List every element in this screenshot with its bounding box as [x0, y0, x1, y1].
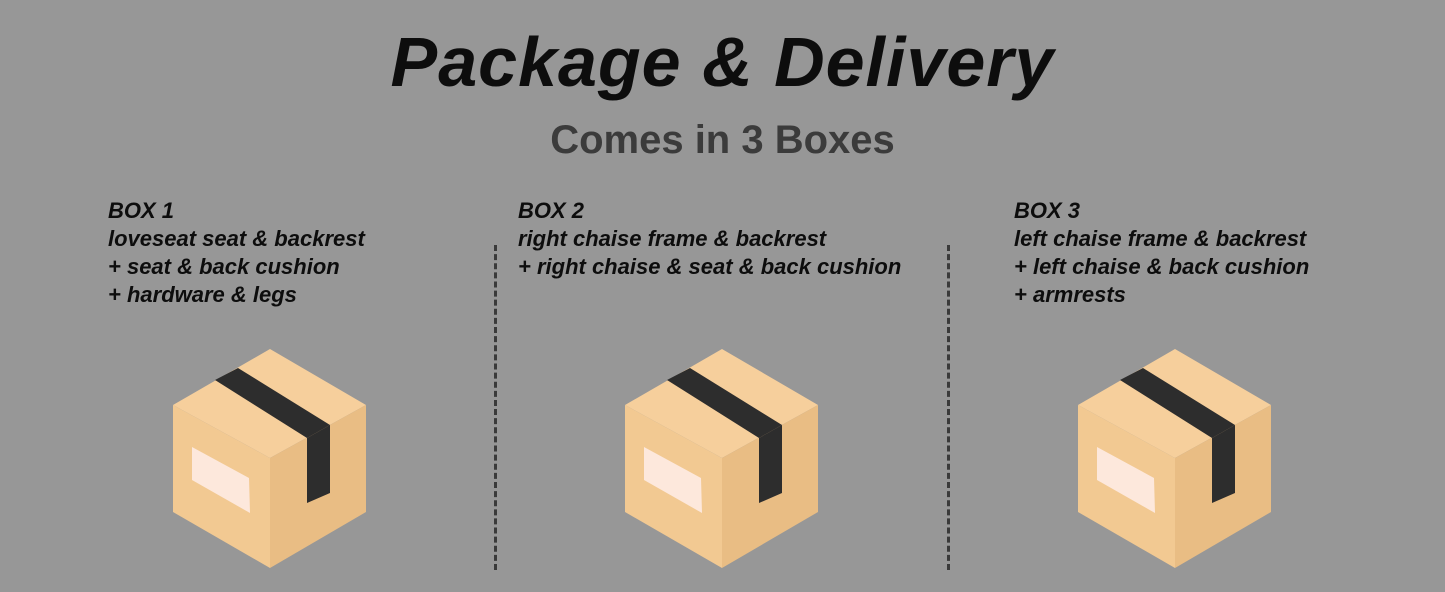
box-2-description: BOX 2 right chaise frame & backrest + ri…	[518, 197, 901, 281]
dashed-divider	[947, 245, 950, 570]
box-content-line: + armrests	[1014, 282, 1126, 307]
box-content-line: + right chaise & seat & back cushion	[518, 254, 902, 279]
page-title: Package & Delivery	[390, 23, 1055, 101]
box-content-line: + hardware & legs	[108, 282, 297, 307]
dashed-divider	[494, 245, 497, 570]
page-subtitle: Comes in 3 Boxes	[550, 118, 895, 162]
box-content-line: left chaise frame & backrest	[1014, 226, 1307, 251]
box-content-line: loveseat seat & backrest	[108, 226, 365, 251]
box-3-description: BOX 3 left chaise frame & backrest + lef…	[1014, 197, 1309, 309]
box-heading: BOX 3	[1014, 198, 1081, 223]
box-heading: BOX 2	[518, 198, 585, 223]
cardboard-box-icon	[1078, 349, 1271, 568]
box-content-line: right chaise frame & backrest	[518, 226, 827, 251]
box-heading: BOX 1	[108, 198, 175, 223]
box-1-description: BOX 1 loveseat seat & backrest + seat & …	[108, 197, 365, 309]
box-content-line: + seat & back cushion	[108, 254, 340, 279]
box-content-line: + left chaise & back cushion	[1014, 254, 1310, 279]
cardboard-box-icon	[625, 349, 818, 568]
cardboard-box-icon	[173, 349, 366, 568]
